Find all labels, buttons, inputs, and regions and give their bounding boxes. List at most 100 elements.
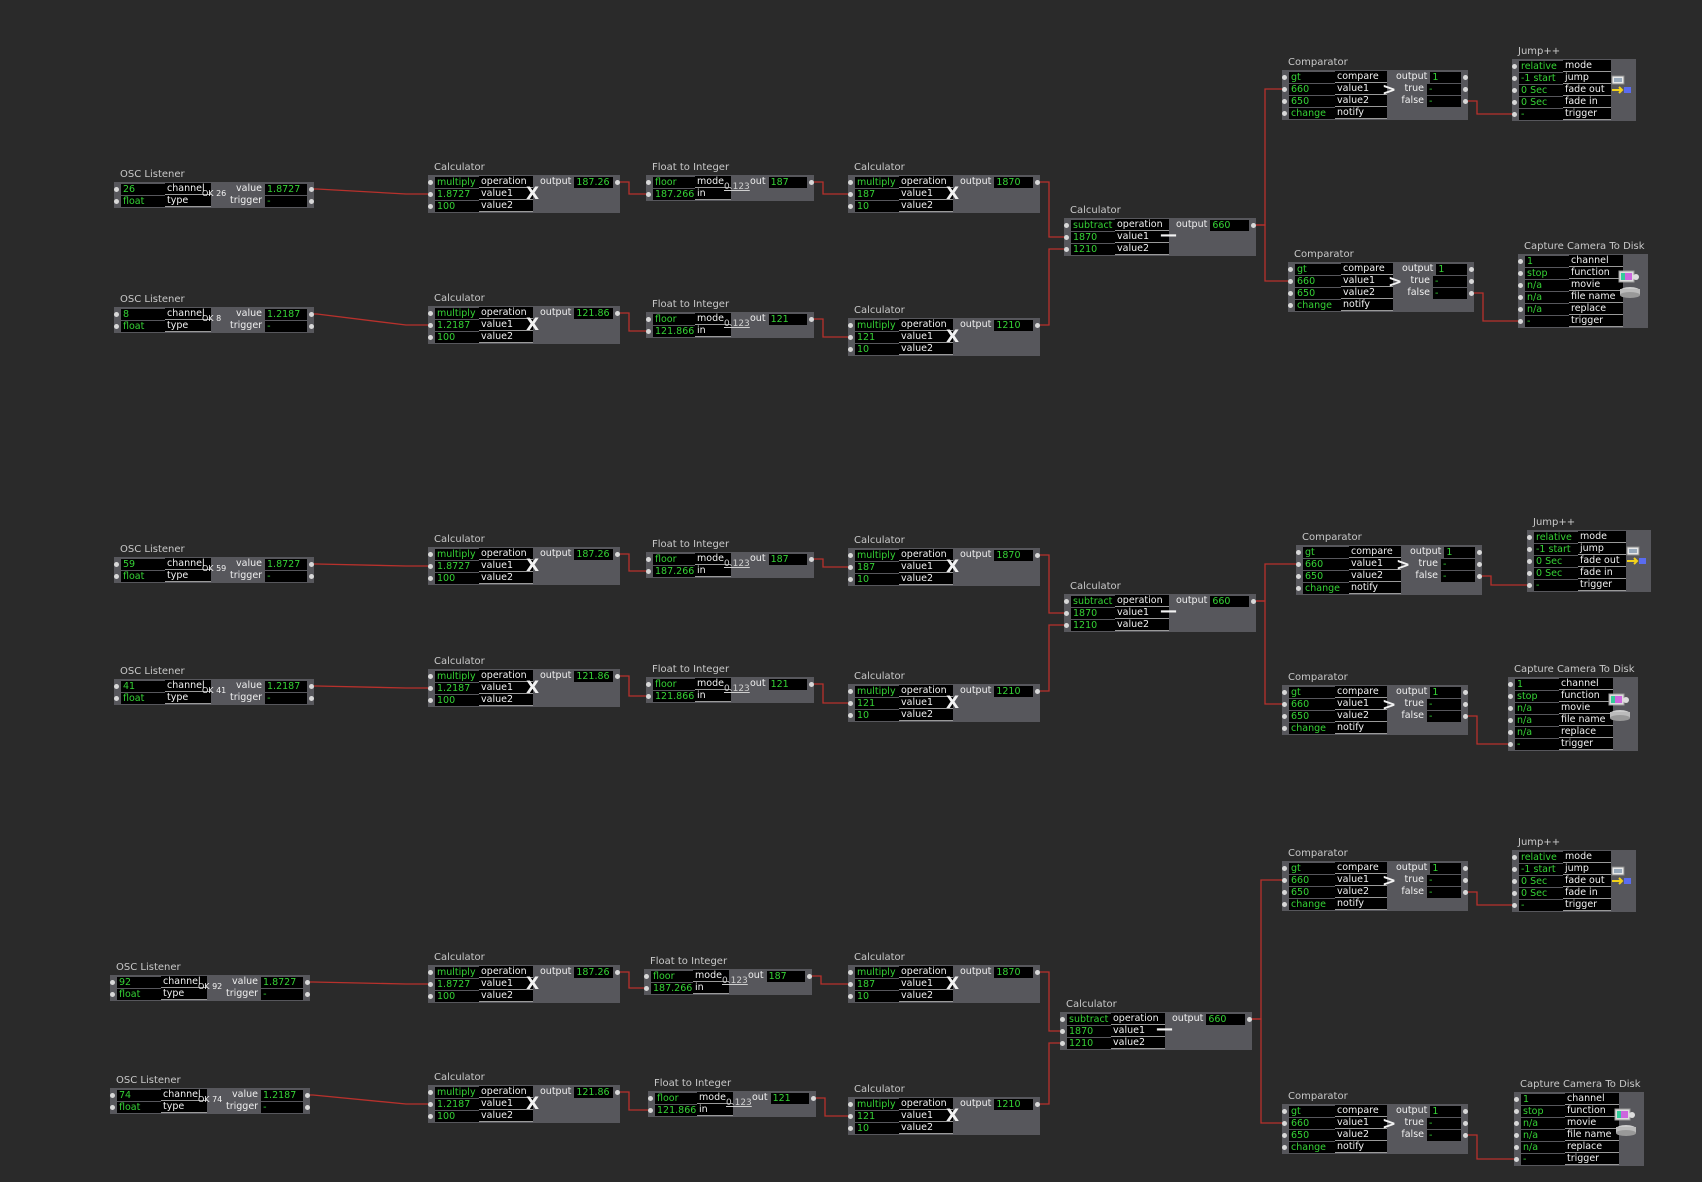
output-port-dot[interactable]	[1251, 598, 1256, 604]
input-value-value1[interactable]: 187	[855, 978, 899, 990]
input-port-dot[interactable]	[428, 203, 433, 209]
input-value-trigger[interactable]: -	[1519, 899, 1563, 911]
input-value-value2[interactable]: 650	[1289, 886, 1335, 898]
input-value-value1[interactable]: 1.8727	[435, 188, 479, 200]
input-value-channel[interactable]: 1	[1521, 1093, 1565, 1105]
input-value-value1[interactable]: 121	[855, 1110, 899, 1122]
input-port-dot[interactable]	[114, 573, 119, 579]
input-value-value2[interactable]: 650	[1289, 95, 1335, 107]
input-port-dot[interactable]	[1527, 558, 1532, 564]
input-port-dot[interactable]	[1282, 1120, 1287, 1126]
patch-cable[interactable]	[617, 181, 648, 195]
input-port-dot[interactable]	[428, 322, 433, 328]
patch-cable[interactable]	[307, 1094, 430, 1105]
input-value-mode[interactable]: floor	[653, 678, 695, 690]
input-port-dot[interactable]	[1064, 222, 1069, 228]
input-value-type[interactable]: float	[121, 195, 165, 207]
output-port-dot[interactable]	[615, 179, 620, 185]
input-port-dot[interactable]	[428, 1113, 433, 1119]
input-value-mode[interactable]: floor	[653, 313, 695, 325]
input-value-compare[interactable]: gt	[1289, 1105, 1335, 1117]
input-port-dot[interactable]	[1064, 610, 1069, 616]
patch-cable[interactable]	[311, 685, 430, 689]
input-port-dot[interactable]	[646, 681, 651, 687]
output-port-dot[interactable]	[807, 973, 812, 979]
input-port-dot[interactable]	[1282, 1132, 1287, 1138]
input-value-movie[interactable]: n/a	[1525, 279, 1569, 291]
input-port-dot[interactable]	[1508, 717, 1513, 723]
input-port-dot[interactable]	[646, 191, 651, 197]
output-port-dot[interactable]	[309, 573, 314, 579]
output-port-dot[interactable]	[1469, 278, 1474, 284]
input-value-notify[interactable]: change	[1295, 299, 1341, 311]
output-port-dot[interactable]	[1463, 1132, 1468, 1138]
input-port-dot[interactable]	[1282, 725, 1287, 731]
input-value-trigger[interactable]: -	[1521, 1153, 1565, 1165]
patch-cable[interactable]	[311, 313, 430, 326]
input-value-type[interactable]: float	[117, 1101, 161, 1113]
input-port-dot[interactable]	[848, 712, 853, 718]
patch-cable[interactable]	[617, 553, 648, 572]
output-port-dot[interactable]	[1463, 689, 1468, 695]
patch-cable[interactable]	[811, 558, 850, 568]
input-port-dot[interactable]	[646, 693, 651, 699]
input-port-dot[interactable]	[1060, 1028, 1065, 1034]
input-value-operation[interactable]: multiply	[435, 176, 479, 188]
input-value-value2[interactable]: 10	[855, 990, 899, 1002]
input-value-fade-in[interactable]: 0 Sec	[1519, 96, 1563, 108]
input-port-dot[interactable]	[428, 551, 433, 557]
input-value-mode[interactable]: floor	[651, 970, 693, 982]
input-value-value2[interactable]: 650	[1303, 570, 1349, 582]
patch-cable[interactable]	[1037, 181, 1066, 238]
patch-cable[interactable]	[811, 318, 850, 338]
input-value-operation[interactable]: subtract	[1067, 1013, 1111, 1025]
output-port-dot[interactable]	[305, 1104, 310, 1110]
input-port-dot[interactable]	[110, 979, 115, 985]
input-port-dot[interactable]	[114, 311, 119, 317]
input-port-dot[interactable]	[1282, 86, 1287, 92]
input-value-value1[interactable]: 1.2187	[435, 1098, 479, 1110]
input-port-dot[interactable]	[428, 1089, 433, 1095]
input-port-dot[interactable]	[644, 973, 649, 979]
input-value-value1[interactable]: 121	[855, 331, 899, 343]
input-value-function[interactable]: stop	[1515, 690, 1559, 702]
input-value-notify[interactable]: change	[1289, 898, 1335, 910]
input-value-operation[interactable]: subtract	[1071, 595, 1115, 607]
input-port-dot[interactable]	[1527, 570, 1532, 576]
patch-cable[interactable]	[1465, 715, 1510, 745]
output-port-dot[interactable]	[305, 991, 310, 997]
input-port-dot[interactable]	[428, 673, 433, 679]
input-value-file-name[interactable]: n/a	[1515, 714, 1559, 726]
patch-cable[interactable]	[617, 312, 648, 332]
input-value-fade-in[interactable]: 0 Sec	[1519, 887, 1563, 899]
input-port-dot[interactable]	[1288, 302, 1293, 308]
input-port-dot[interactable]	[1508, 693, 1513, 699]
patch-cable[interactable]	[1465, 100, 1514, 115]
input-port-dot[interactable]	[1282, 98, 1287, 104]
input-port-dot[interactable]	[1282, 1144, 1287, 1150]
input-port-dot[interactable]	[1282, 1108, 1287, 1114]
patch-cable[interactable]	[1249, 1018, 1284, 1124]
output-port-dot[interactable]	[1477, 549, 1482, 555]
input-port-dot[interactable]	[1282, 865, 1287, 871]
patch-cable[interactable]	[617, 675, 648, 697]
input-port-dot[interactable]	[1288, 266, 1293, 272]
input-port-dot[interactable]	[428, 697, 433, 703]
input-value-channel[interactable]: 8	[121, 308, 165, 320]
input-port-dot[interactable]	[1512, 878, 1517, 884]
input-port-dot[interactable]	[1508, 681, 1513, 687]
input-port-dot[interactable]	[428, 191, 433, 197]
output-port-dot[interactable]	[305, 1092, 310, 1098]
input-port-dot[interactable]	[1514, 1144, 1519, 1150]
input-value-type[interactable]: float	[117, 988, 161, 1000]
patch-cable[interactable]	[1479, 575, 1529, 586]
input-port-dot[interactable]	[1060, 1016, 1065, 1022]
output-port-dot[interactable]	[1463, 701, 1468, 707]
